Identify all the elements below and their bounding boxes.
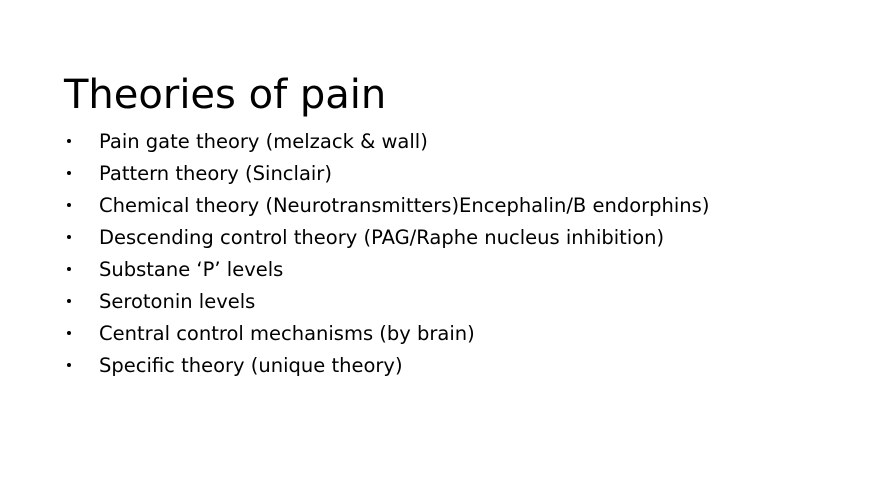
bullet-dot-icon bbox=[67, 363, 71, 367]
list-item-label: Pain gate theory (melzack & wall) bbox=[99, 130, 428, 153]
list-item: Central control mechanisms (by brain) bbox=[64, 322, 854, 345]
list-item-label: Substane ‘P’ levels bbox=[99, 258, 284, 281]
bullet-dot-icon bbox=[67, 331, 71, 335]
bullet-list: Pain gate theory (melzack & wall) Patter… bbox=[64, 130, 854, 377]
page-title: Theories of pain bbox=[64, 71, 387, 118]
list-item: Substane ‘P’ levels bbox=[64, 258, 854, 281]
bullet-dot-icon bbox=[67, 267, 71, 271]
bullet-dot-icon bbox=[67, 299, 71, 303]
list-item: Chemical theory (Neurotransmitters)Encep… bbox=[64, 194, 854, 217]
list-item: Specific theory (unique theory) bbox=[64, 354, 854, 377]
list-item: Pain gate theory (melzack & wall) bbox=[64, 130, 854, 153]
list-item-label: Pattern theory (Sinclair) bbox=[99, 162, 332, 185]
bullet-dot-icon bbox=[67, 171, 71, 175]
list-item: Serotonin levels bbox=[64, 290, 854, 313]
bullet-dot-icon bbox=[67, 139, 71, 143]
list-item: Pattern theory (Sinclair) bbox=[64, 162, 854, 185]
list-item-label: Serotonin levels bbox=[99, 290, 256, 313]
list-item-label: Central control mechanisms (by brain) bbox=[99, 322, 475, 345]
list-item-label: Descending control theory (PAG/Raphe nuc… bbox=[99, 226, 665, 249]
list-item: Descending control theory (PAG/Raphe nuc… bbox=[64, 226, 854, 249]
bullet-dot-icon bbox=[67, 235, 71, 239]
bullet-dot-icon bbox=[67, 203, 71, 207]
list-item-label: Chemical theory (Neurotransmitters)Encep… bbox=[99, 194, 710, 217]
list-item-label: Specific theory (unique theory) bbox=[99, 354, 403, 377]
